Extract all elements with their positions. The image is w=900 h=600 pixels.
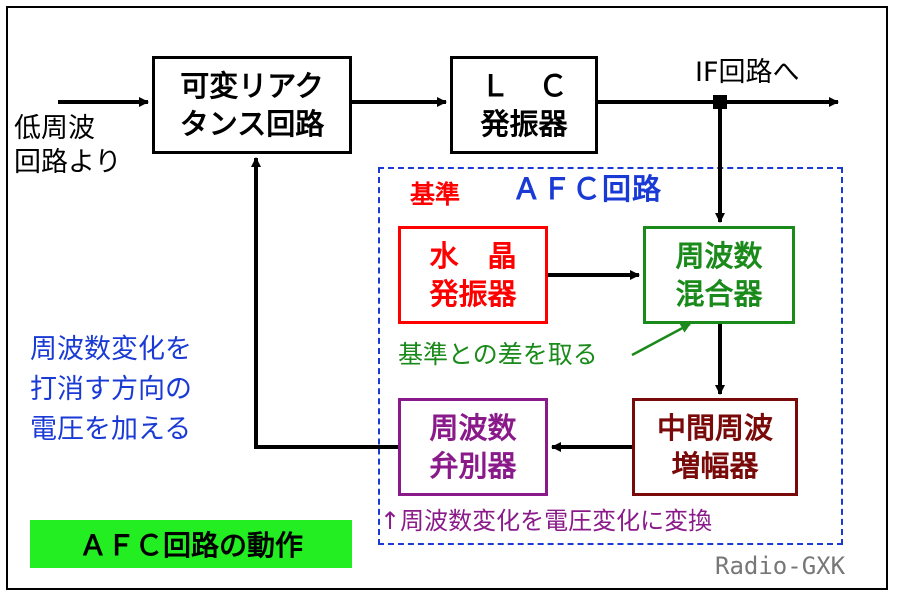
frequency-mixer-block: 周波数 混合器 — [643, 226, 795, 324]
block-text: 周波数 — [675, 239, 763, 273]
lc-oscillator-block: Ｌ Ｃ 発振器 — [450, 56, 598, 154]
input-label-line: 回路より — [14, 147, 122, 178]
cancel-label-line: 電圧を加える — [30, 414, 192, 445]
if-amplifier-block: 中間周波 増幅器 — [632, 398, 798, 496]
difference-label: 基準との差を取る — [398, 340, 598, 369]
cancel-label: 周波数変化を 打消す方向の 電圧を加える — [30, 330, 192, 450]
credit-text: Radio-GXK — [715, 552, 846, 580]
afc-region-title: ＡＦＣ回路 — [512, 172, 663, 206]
afc-circuit-region — [378, 167, 843, 545]
cancel-label-line: 打消す方向の — [30, 374, 192, 405]
input-label-line: 低周波 — [14, 113, 95, 144]
reference-label: 基準 — [410, 180, 461, 209]
block-text: 水 晶 — [429, 239, 517, 273]
difference-pointer — [631, 322, 691, 357]
legend-banner: ＡＦＣ回路の動作 — [30, 520, 352, 568]
outer-frame — [6, 6, 888, 590]
conversion-label: ↑周波数変化を電圧変化に変換 — [380, 507, 713, 535]
crystal-oscillator-block: 水 晶 発振器 — [398, 226, 548, 324]
block-text: 発振器 — [480, 107, 568, 141]
block-text: 周波数 — [429, 411, 517, 445]
frequency-discriminator-block: 周波数 弁別器 — [398, 398, 548, 496]
feedback-wire — [251, 157, 398, 449]
cancel-label-line: 周波数変化を — [30, 334, 192, 365]
block-text: Ｌ Ｃ — [480, 69, 568, 103]
block-text: 可変リアク — [180, 69, 324, 103]
block-text: 増幅器 — [671, 449, 759, 483]
variable-reactance-block: 可変リアク タンス回路 — [152, 56, 352, 154]
input-label: 低周波 回路より — [14, 112, 121, 180]
output-label: IF回路へ — [695, 57, 800, 88]
block-text: 弁別器 — [429, 449, 517, 483]
block-text: 中間周波 — [656, 411, 773, 445]
block-text: タンス回路 — [179, 107, 325, 141]
block-text: 混合器 — [675, 277, 763, 311]
junction-dot — [713, 95, 727, 109]
block-text: 発振器 — [429, 277, 517, 311]
